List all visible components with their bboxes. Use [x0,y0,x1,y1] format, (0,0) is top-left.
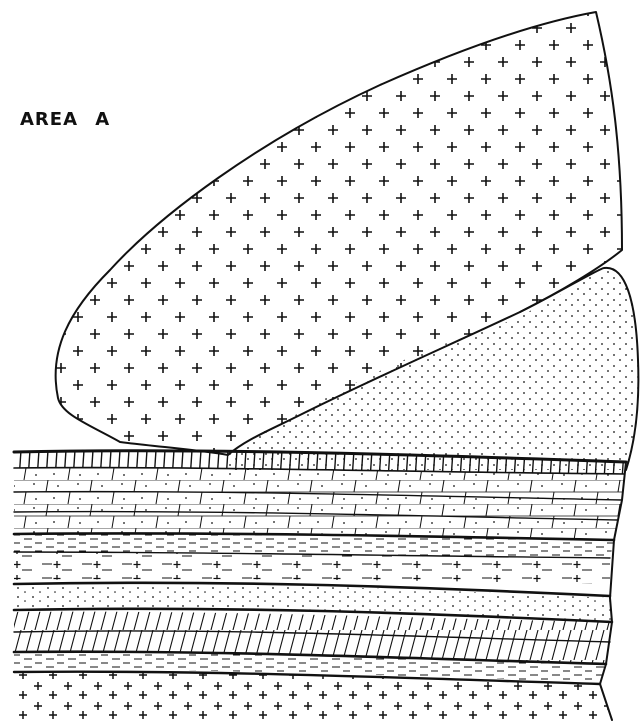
strata-layers [14,451,626,720]
